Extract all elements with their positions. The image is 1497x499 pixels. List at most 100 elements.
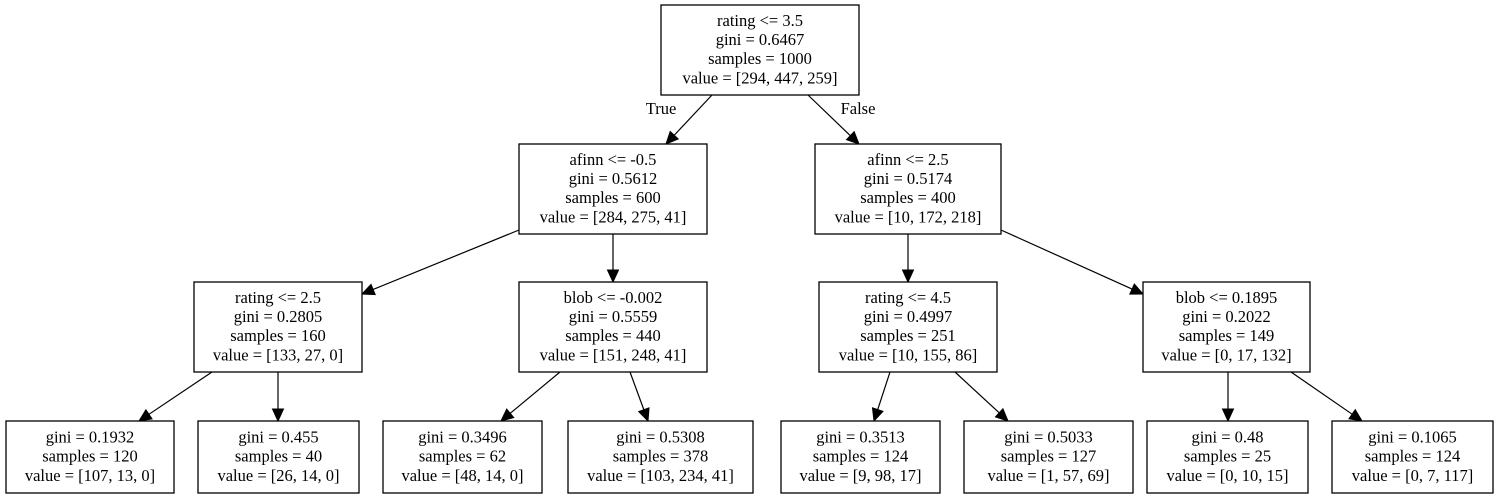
node-text-line: samples = 62	[419, 447, 506, 466]
node-box	[1331, 420, 1494, 494]
node-text-line: gini = 0.3496	[418, 427, 507, 446]
node-text-line: value = [0, 10, 15]	[1166, 466, 1288, 485]
edge-line	[509, 371, 561, 414]
node-text-line: samples = 124	[1365, 447, 1460, 466]
node-text-line: samples = 120	[42, 447, 137, 466]
node-text-line: samples = 1000	[708, 49, 812, 68]
node-box	[5, 420, 175, 494]
node-text-line: blob <= -0.002	[564, 288, 663, 307]
node-text-line: samples = 160	[230, 326, 325, 345]
edge-line	[148, 371, 213, 415]
edge-n5-n12	[954, 371, 1009, 422]
node-text-line: afinn <= 2.5	[867, 150, 948, 169]
edge-n3-n8	[271, 372, 285, 423]
node-text-line: value = [151, 248, 41]	[540, 345, 687, 364]
node-text-line: value = [103, 234, 41]	[587, 466, 734, 485]
node-text-line: gini = 0.455	[238, 427, 318, 446]
node-text-line: samples = 378	[613, 447, 708, 466]
edge-n4-n10	[629, 371, 650, 423]
node-text-line: samples = 149	[1179, 326, 1274, 345]
node-text-line: samples = 124	[813, 447, 908, 466]
node-box	[567, 420, 754, 494]
node-box	[518, 281, 708, 373]
node-box	[1142, 281, 1311, 373]
node-text-line: samples = 600	[565, 188, 660, 207]
edges-layer: True False	[138, 94, 1363, 423]
edge-n0-n1: True	[646, 94, 713, 145]
node-text-line: gini = 0.1065	[1368, 427, 1457, 446]
node-text-line: value = [1, 57, 69]	[987, 466, 1109, 485]
node-text-line: gini = 0.4997	[864, 307, 953, 326]
edge-n1-n3	[360, 229, 520, 296]
node-text-line: samples = 127	[1001, 447, 1096, 466]
edge-n4-n9	[500, 371, 561, 422]
node-text-line: value = [133, 27, 0]	[213, 345, 343, 364]
arrowhead-icon	[871, 407, 884, 423]
edge-n1-n4	[606, 234, 620, 284]
node-text-line: samples = 440	[565, 326, 660, 345]
node-text-line: value = [10, 172, 218]	[835, 207, 982, 226]
node-text-line: samples = 25	[1184, 447, 1271, 466]
edge-line	[1290, 371, 1353, 415]
node-box	[193, 281, 363, 373]
node-text-line: gini = 0.48	[1191, 427, 1263, 446]
arrowhead-icon	[1348, 408, 1363, 422]
arrowhead-icon	[994, 407, 1009, 422]
edge-label-false: False	[841, 99, 876, 118]
node-box	[963, 420, 1134, 494]
node-text-line: rating <= 3.5	[717, 11, 803, 30]
node-text-line: afinn <= -0.5	[570, 150, 657, 169]
node-box	[382, 420, 543, 494]
node-box	[780, 420, 941, 494]
edge-n3-n7	[138, 371, 213, 422]
node-text-line: gini = 0.5308	[616, 427, 705, 446]
arrowhead-icon	[665, 130, 680, 145]
edge-n0-n2: False	[807, 94, 876, 145]
node-text-line: value = [9, 98, 17]	[799, 466, 921, 485]
edge-line	[954, 371, 1000, 414]
node-text-line: gini = 0.2805	[234, 307, 323, 326]
arrowhead-icon	[637, 407, 650, 423]
node-text-line: gini = 0.6467	[716, 30, 805, 49]
edge-label-true: True	[646, 99, 677, 118]
node-text-line: samples = 40	[235, 447, 322, 466]
node-text-line: samples = 400	[860, 188, 955, 207]
arrowhead-icon	[271, 408, 285, 423]
edge-n6-n14	[1290, 371, 1363, 422]
arrowhead-icon	[500, 408, 515, 422]
edge-line	[629, 371, 645, 410]
node-text-line: gini = 0.5612	[569, 169, 658, 188]
arrowhead-icon	[1129, 283, 1145, 295]
arrowhead-icon	[1221, 408, 1235, 423]
node-text-line: value = [0, 7, 117]	[1352, 466, 1473, 485]
node-text-line: value = [10, 155, 86]	[839, 345, 978, 364]
node-text-line: gini = 0.1932	[46, 427, 135, 446]
node-box	[518, 143, 708, 235]
arrowhead-icon	[901, 269, 915, 284]
node-text-line: gini = 0.3513	[816, 427, 905, 446]
edge-line	[372, 229, 520, 291]
node-text-line: samples = 251	[860, 326, 955, 345]
arrowhead-icon	[606, 269, 620, 284]
node-text-line: gini = 0.2022	[1182, 307, 1271, 326]
node-text-line: value = [107, 13, 0]	[25, 466, 155, 485]
edge-line	[1000, 229, 1133, 290]
arrowhead-icon	[360, 283, 376, 296]
node-text-line: value = [284, 275, 41]	[540, 207, 687, 226]
node-box	[197, 420, 360, 494]
node-text-line: rating <= 4.5	[865, 288, 951, 307]
edge-n6-n13	[1221, 372, 1235, 423]
